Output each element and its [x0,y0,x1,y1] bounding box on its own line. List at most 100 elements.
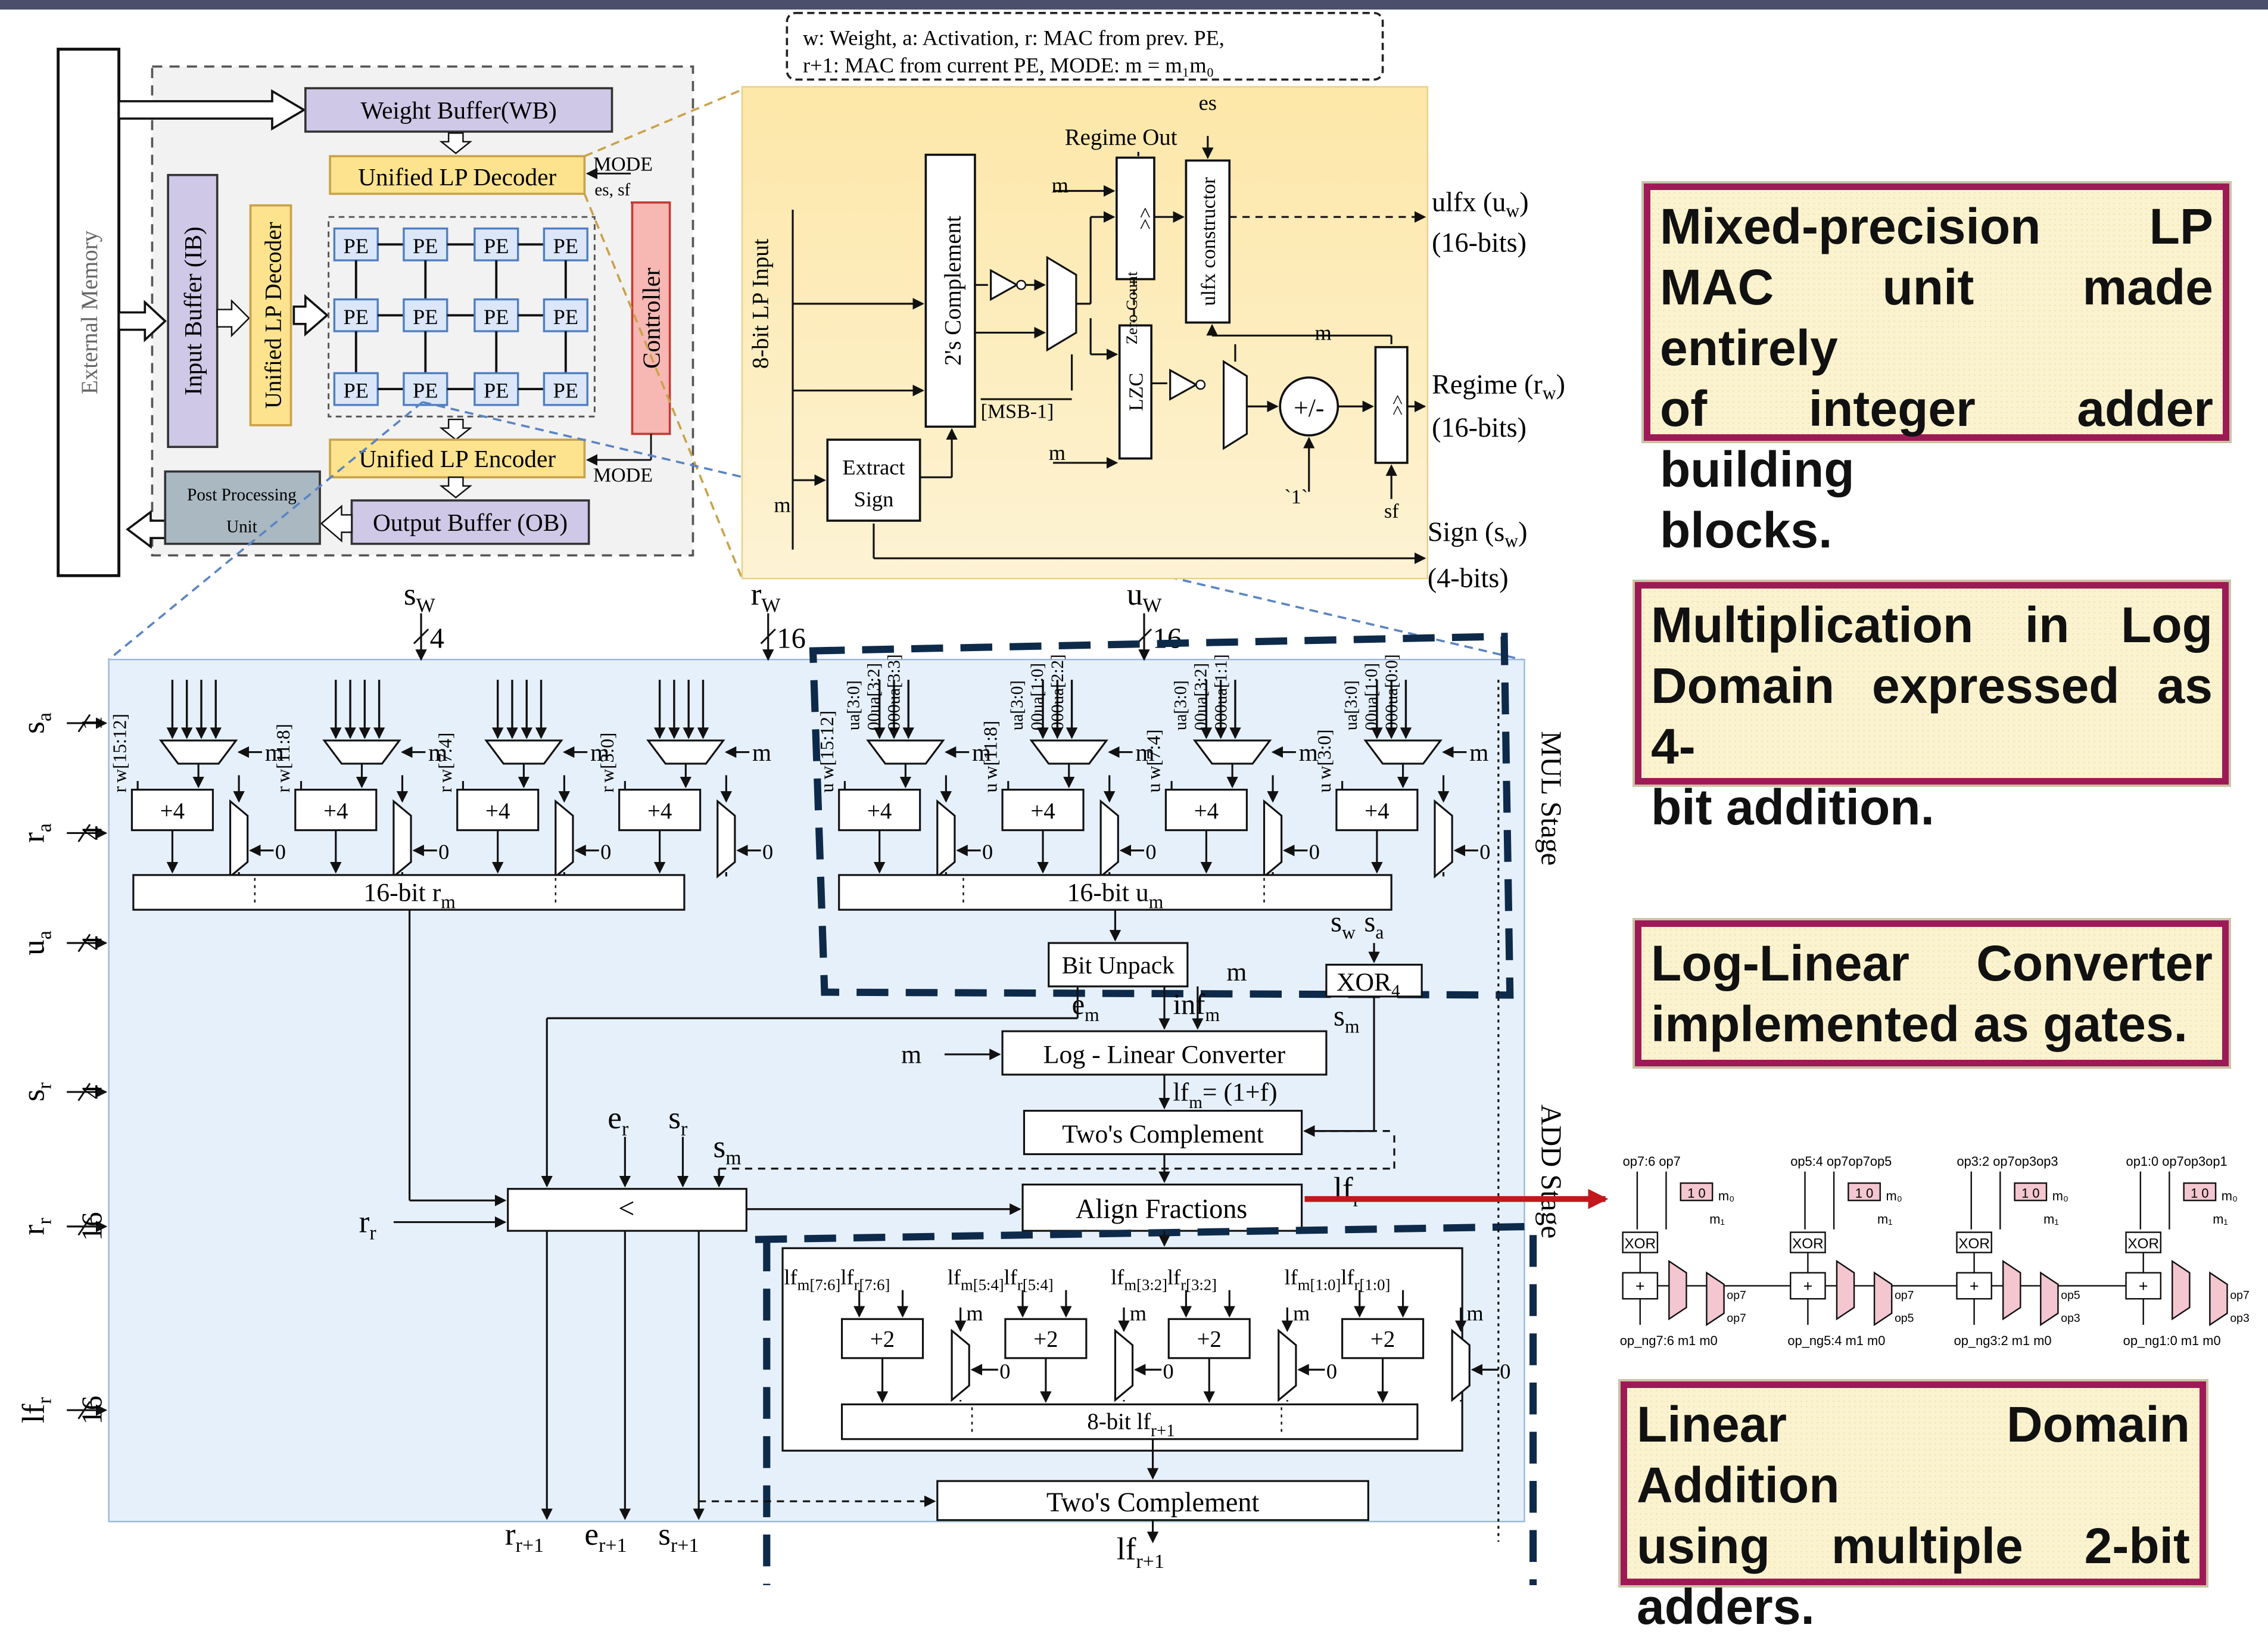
zero-label: 0 [1326,1359,1337,1383]
xor-gate-label: XOR [2127,1235,2159,1252]
shift-label-2: << [1387,394,1408,416]
gate-bottom-label: op_ng5:4 m1 m0 [1787,1333,1885,1348]
shift-label: << [1133,207,1155,229]
output-buffer-label: Output Buffer (OB) [373,509,568,537]
sign-output-label: Sign (sw) [1428,516,1528,551]
zero-label: 0 [275,840,286,864]
pink-mux [1706,1273,1724,1325]
ua-label: 00ua[1:0] [1362,663,1381,730]
m1-label: m₁ [1877,1212,1893,1227]
pe-detail: sW4rW16uW16 sa1ra4ua4sr4rr16lfr16 mr w[1… [15,576,1605,1585]
lf-out-label: lfr+1 [1117,1530,1164,1573]
pe-cell-label: PE [413,379,438,403]
pink-mux [1669,1261,1686,1319]
m0-label: m₀ [2222,1188,2238,1203]
plus2-label: +2 [870,1326,895,1352]
callout-1-line-1: Mixed-precision LP [1660,196,2213,257]
add-m-label: m [1293,1302,1310,1325]
zero-mux [556,801,573,876]
add-m-label: m [1466,1302,1483,1325]
unified-decoder-top-label: Unified LP Decoder [358,163,556,191]
ulfx-constructor-label: ulfx constructor [1198,177,1220,306]
plus2-label: +2 [1033,1326,1058,1352]
pink-mux [1874,1273,1892,1325]
twos-complement-label: 2's Complement [940,216,966,366]
zero-mux [1101,801,1118,876]
ua-label: ua[3:0] [1008,680,1027,730]
zero-mux [230,801,248,876]
mode-mux-label: 1 0 [1855,1185,1873,1200]
legend-line-2: r+1: MAC from current PE, MODE: m = m₁m₀ [803,53,1214,77]
input-buffer-label: Input Buffer (IB) [179,226,207,395]
msb-label: [MSB-1] [981,401,1054,423]
mux-m-label: m [1469,739,1488,766]
callout-3-line-1: Log-Linear Converter [1651,933,2213,994]
xor-gate-label: XOR [1958,1235,1990,1252]
zero-label: 0 [1145,840,1156,864]
twos-complement-2-label: Two's Complement [1046,1487,1260,1517]
pe-left-input-label: ua [15,930,55,956]
lzc-label: LZC [1126,373,1148,411]
callout-4-line-3: adders. [1637,1576,2190,1637]
bit-unpack-m: m [1226,958,1247,986]
m1-label: m₁ [2043,1212,2059,1227]
gate-out-2: op3 [2230,1312,2249,1325]
regime-out-label: Regime Out [1065,125,1177,150]
callout-3-line-2: implemented as gates. [1651,994,2213,1054]
m1-label: m₁ [2213,1212,2228,1227]
gate-bottom-label: op_ng3:2 m1 m0 [1954,1333,2052,1348]
plus4-label: +4 [647,798,672,824]
pe-cell-label: PE [553,379,579,403]
add-stage-label: ADD Stage [1535,1104,1568,1238]
ua-label: 000ua[0:0] [1382,654,1401,730]
sf-label: sf [1384,500,1399,522]
pink-mux [1837,1261,1854,1319]
slice-label: r w[15:12] [110,714,130,792]
log-linear-label: Log - Linear Converter [1043,1041,1286,1069]
zero-label: 0 [438,840,449,864]
zero-label: 0 [762,840,773,864]
plus-gate-label: + [1635,1277,1645,1295]
callout-1-line-3: of integer adder building [1660,378,2213,500]
gate-top-label: op1:0 op7op3op1 [2126,1154,2228,1169]
zero-mux [394,801,411,876]
ulfx-output-label: ulfx (uw) [1432,186,1528,221]
slice-label: r w[11:8] [273,724,294,793]
pink-mux [2040,1273,2058,1325]
regime-output-label: Regime (rw) [1432,369,1565,403]
zero-label: 0 [600,840,611,864]
callout-2-line-1: Multiplication in Log [1651,595,2213,655]
pe-cell-label: PE [344,305,369,329]
gate-out-1: op7 [1895,1289,1914,1302]
gate-top-label: op5:4 op7op7op5 [1790,1154,1892,1169]
zero-label: 0 [1309,840,1320,864]
ulfx-bits-label: (16-bits) [1432,227,1526,257]
pe-top-input-label: uW [1127,576,1163,617]
plus-gate-label: + [1970,1277,1979,1295]
plus-gate-label: + [2139,1277,2148,1295]
gate-bottom-label: op_ng7:6 m1 m0 [1620,1333,1718,1348]
lp-input-label: 8-bit LP Input [748,238,774,369]
pe-left-input-bits: 16 [76,1396,108,1425]
pe-top-input-bits: 4 [430,623,444,655]
gate-out-1: op7 [1727,1289,1746,1302]
es-sf-label: es, sf [594,180,630,200]
plus4-label: +4 [1364,798,1389,824]
callout-4-line-1: Linear Domain Addition [1637,1394,2190,1515]
one-label: `1` [1285,486,1309,508]
pe-left-input-label: sr [15,1082,55,1101]
sign-bits-label: (4-bits) [1428,563,1509,593]
callout-2-line-3: bit addition. [1651,777,2213,838]
m0-label: m₀ [1718,1188,1734,1203]
decoder-m-1: m [1052,173,1068,197]
pe-top-input-bits: 16 [777,623,806,655]
gate-out-1: op5 [2061,1289,2080,1302]
pe-cell-label: PE [344,379,369,403]
callout-1-line-4: blocks. [1660,500,2213,561]
pe-cell-label: PE [344,234,369,258]
plus4-label: +4 [323,798,348,824]
gate-out-2: op5 [1895,1312,1914,1325]
add-sub-label: +/- [1294,394,1324,422]
legend-box: w: Weight, a: Activation, r: MAC from pr… [787,13,1382,80]
es-label: es [1199,91,1217,115]
